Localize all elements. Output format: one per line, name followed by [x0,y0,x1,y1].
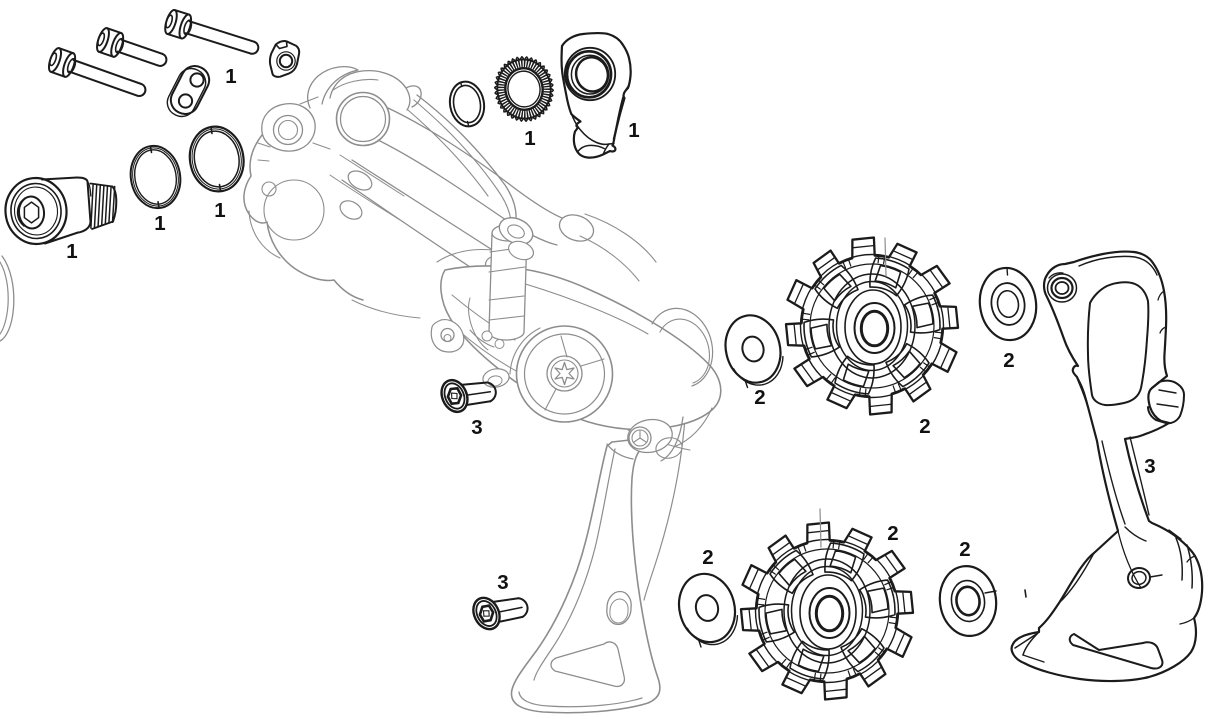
svg-text:2: 2 [702,546,713,569]
svg-text:1: 1 [154,212,165,235]
svg-text:1: 1 [214,199,225,222]
svg-text:3: 3 [471,416,482,439]
svg-text:1: 1 [628,119,639,142]
svg-text:2: 2 [959,538,970,561]
svg-text:1: 1 [66,240,77,263]
svg-text:1: 1 [524,127,535,150]
svg-text:3: 3 [497,571,508,594]
svg-text:3: 3 [1144,455,1155,478]
svg-text:2: 2 [1003,349,1014,372]
svg-text:1: 1 [225,65,236,88]
svg-text:2: 2 [919,415,930,438]
svg-text:2: 2 [754,386,765,409]
svg-text:2: 2 [887,522,898,545]
